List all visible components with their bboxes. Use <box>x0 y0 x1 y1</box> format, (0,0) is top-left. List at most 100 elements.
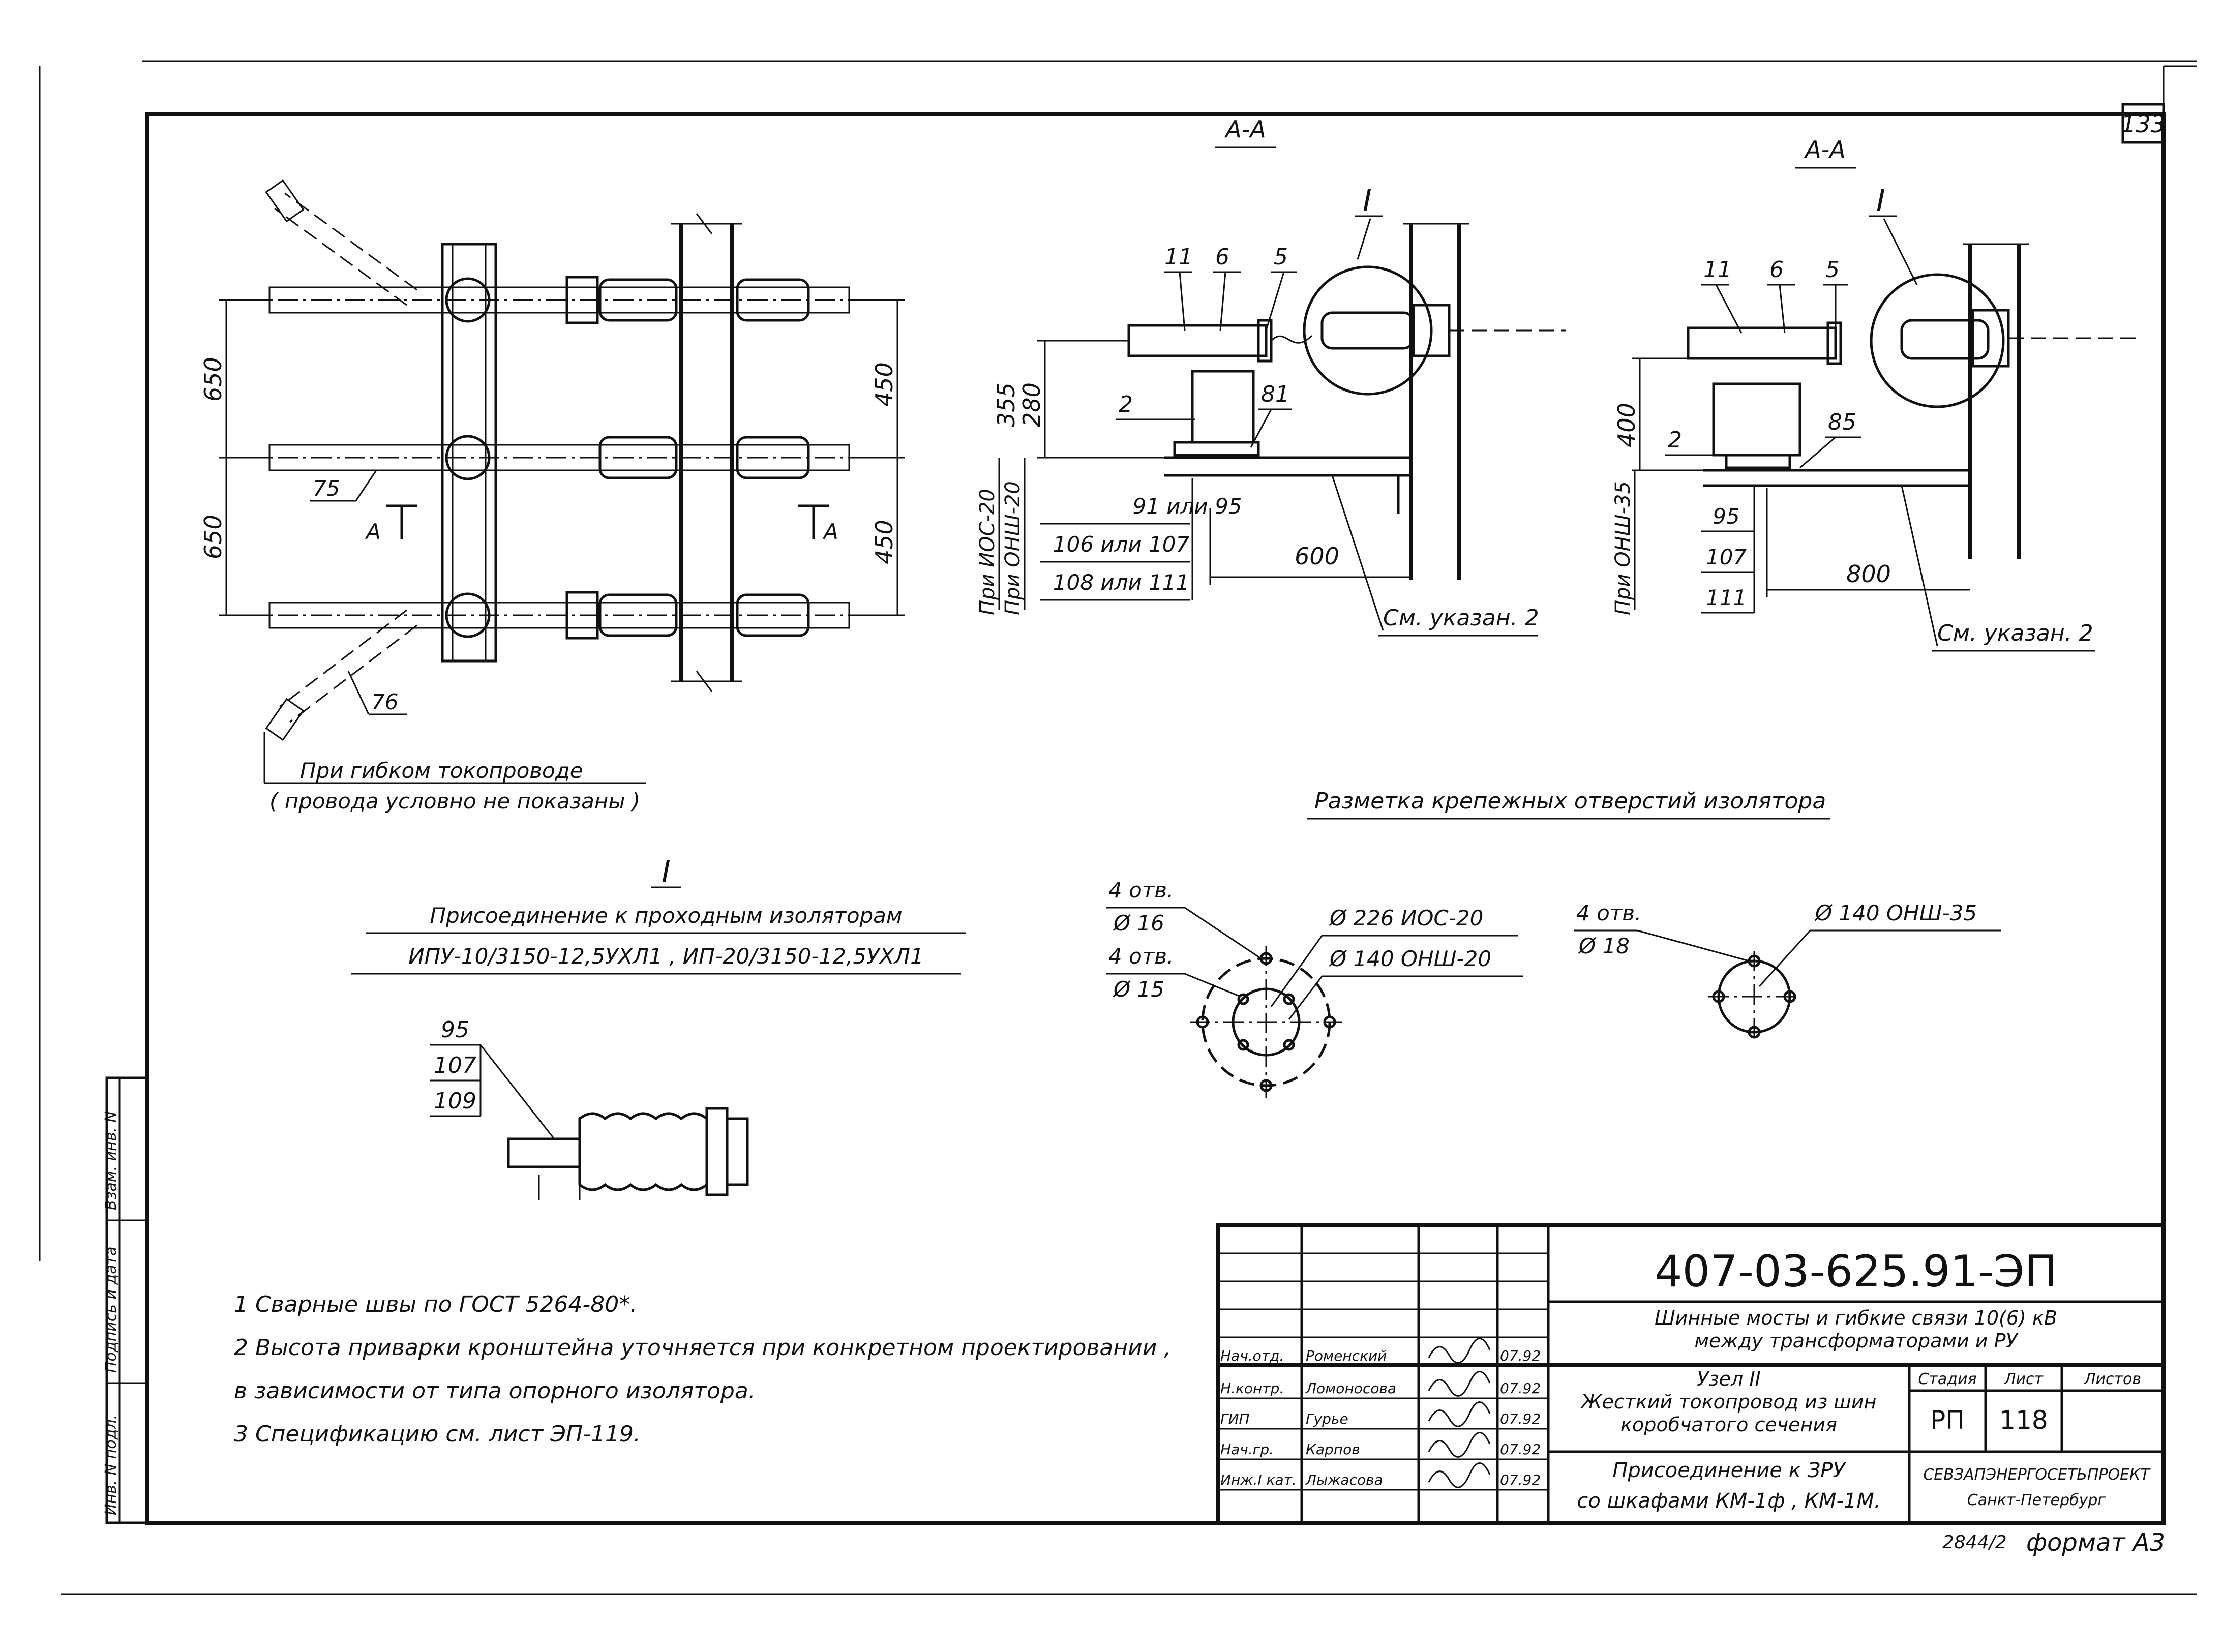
section-2-dim-800: 800 <box>1846 560 1891 588</box>
section-mark-right: A <box>822 519 838 544</box>
section-1-dim-280: 280 <box>1018 382 1045 427</box>
bus-phase-bottom <box>244 591 864 640</box>
section-2-ref-2: 2 <box>1668 427 1682 453</box>
sheet-frame <box>39 60 2197 1595</box>
sheet-title-2: со шкафами КМ-1ф , КМ-1М. <box>1577 1489 1880 1513</box>
signature-date: 07.92 <box>1500 1380 1541 1397</box>
section-2-node-label: I <box>1876 183 1885 219</box>
hole-marking: Разметка крепежных отверстий изолятора 4… <box>1106 788 2001 1098</box>
signature-role: Н.контр. <box>1220 1380 1284 1397</box>
section-2-title: А-А <box>1804 136 1846 163</box>
holes-2-dia: Ø 15 <box>1113 977 1164 1002</box>
dim-650-upper: 650 <box>199 357 227 402</box>
section-1-ref-81: 81 <box>1261 381 1289 407</box>
signature-date: 07.92 <box>1500 1410 1541 1427</box>
signature-name: Ломоносова <box>1305 1380 1396 1397</box>
holes-2-count: 4 отв. <box>1108 944 1174 969</box>
signature-date: 07.92 <box>1500 1471 1541 1488</box>
section-a-a-2: А-А I 11 6 5 2 85 <box>1611 136 2136 652</box>
signature-row: Нач.отд. Роменский 07.92 <box>1220 1338 1541 1364</box>
section-2-table-row-3: 111 <box>1706 585 1747 610</box>
sheet-title-1: Присоединение к ЗРУ <box>1612 1459 1846 1482</box>
section-1-dim-600: 600 <box>1295 543 1339 570</box>
note-3: 3 Спецификацию см. лист ЭП-119. <box>234 1421 641 1447</box>
section-2-label-onsh35: При ОНШ-35 <box>1611 481 1635 615</box>
holes-1-dia: Ø 16 <box>1113 911 1164 936</box>
circle-226: Ø 226 ИОС-20 <box>1329 906 1483 930</box>
section-1-table-row-1: 91 или 95 <box>1132 494 1242 519</box>
section-1-ref-11: 11 <box>1164 244 1193 270</box>
plan-caption-line2: ( провода условно не показаны ) <box>269 789 640 814</box>
detail-I-title-2: ИПУ-10/3150-12,5УХЛ1 , ИП-20/3150-12,5УХ… <box>408 944 924 969</box>
inventory-number: 2844/2 <box>1942 1532 2007 1553</box>
org-name: СЕВЗАПЭНЕРГОСЕТЬПРОЕКТ <box>1923 1466 2151 1484</box>
detail-I-table-row-2: 107 <box>434 1053 476 1078</box>
flexible-conductor-top <box>265 179 417 306</box>
signature-name: Лыжасова <box>1305 1471 1383 1488</box>
circle-140-onsh35: Ø 140 ОНШ-35 <box>1814 900 1977 925</box>
project-title-1: Шинные мосты и гибкие связи 10(6) кВ <box>1655 1307 2057 1329</box>
section-1-label-onsh: При ОНШ-20 <box>1001 481 1025 615</box>
signature-date: 07.92 <box>1500 1441 1541 1458</box>
plan-view: 650 650 450 450 75 76 A A При гибком ток… <box>199 179 905 814</box>
signature-role: Инж.I кат. <box>1220 1471 1297 1488</box>
section-1-table-row-2: 106 или 107 <box>1053 532 1190 557</box>
dim-650-lower: 650 <box>199 515 227 559</box>
detail-I-table-row-1: 95 <box>441 1017 469 1043</box>
section-1-ref-2: 2 <box>1119 392 1133 417</box>
section-2-ref-85: 85 <box>1828 409 1856 435</box>
section-2-dim-400: 400 <box>1613 403 1640 447</box>
designation: 407-03-625.91-ЭП <box>1655 1246 2057 1297</box>
section-1-dim-355: 355 <box>993 382 1020 427</box>
holes-right-dia: Ø 18 <box>1578 934 1630 958</box>
section-1-table-row-3: 108 или 111 <box>1053 570 1189 595</box>
section-mark-left: A <box>365 519 381 544</box>
section-1-title: А-А <box>1224 115 1266 143</box>
stage-value: РП <box>1930 1405 1965 1435</box>
section-2-ref-11: 11 <box>1703 257 1732 283</box>
drawing-title-3: коробчатого сечения <box>1620 1414 1837 1436</box>
stamp-original-inv: Инв. N подл. <box>102 1415 120 1515</box>
flexible-conductor-bottom <box>265 609 417 741</box>
stamp-signature-date: Подпись и дата <box>102 1247 120 1373</box>
signature-role: Нач.отд. <box>1220 1347 1284 1364</box>
circle-140-onsh20: Ø 140 ОНШ-20 <box>1329 946 1491 971</box>
sheet-number: 133 <box>2121 110 2166 138</box>
org-city: Санкт-Петербург <box>1967 1491 2106 1509</box>
signature-name: Карпов <box>1306 1441 1360 1458</box>
section-1-ref-5: 5 <box>1274 244 1288 270</box>
dim-450-lower: 450 <box>870 520 898 564</box>
note-1: 1 Сварные швы по ГОСТ 5264-80*. <box>234 1291 637 1317</box>
sheet-header: Лист <box>2004 1370 2044 1388</box>
signature-name: Роменский <box>1306 1347 1387 1364</box>
hole-marking-title: Разметка крепежных отверстий изолятора <box>1314 788 1826 814</box>
sheet-number-box: 133 <box>2121 103 2166 144</box>
ref-75: 75 <box>313 476 340 501</box>
drawing-title-1: Узел II <box>1697 1368 1761 1390</box>
dim-450-upper: 450 <box>870 362 898 407</box>
margin-stamp: Взам. инв. N Подпись и дата Инв. N подл. <box>102 1076 149 1524</box>
section-2-note-ref: См. указан. 2 <box>1937 620 2093 646</box>
format-label: формат А3 <box>2026 1528 2165 1557</box>
project-title-2: между трансформаторами и РУ <box>1694 1330 2019 1352</box>
section-2-ref-5: 5 <box>1825 257 1840 283</box>
signature-row: Н.контр. Ломоносова 07.92 <box>1220 1371 1541 1397</box>
note-2-continued: в зависимости от типа опорного изолятора… <box>234 1378 756 1404</box>
bus-phase-top <box>244 276 864 324</box>
note-2: 2 Высота приварки кронштейна уточняется … <box>234 1335 1171 1361</box>
signature-date: 07.92 <box>1500 1347 1541 1364</box>
section-2-ref-6: 6 <box>1769 257 1784 283</box>
plan-caption-line1: При гибком токопроводе <box>300 758 583 783</box>
detail-I-title-1: Присоединение к проходным изоляторам <box>430 903 902 928</box>
section-1-note-ref: См. указан. 2 <box>1383 605 1539 631</box>
section-2-table-row-1: 95 <box>1713 504 1739 529</box>
section-a-a-1: А-А I 11 6 5 2 81 <box>976 115 1566 637</box>
sheet-value: 118 <box>1999 1405 2048 1435</box>
signature-role: ГИП <box>1220 1410 1250 1427</box>
signature-row: Инж.I кат. Лыжасова 07.92 <box>1220 1462 1541 1488</box>
drawing-title-2: Жесткий токопровод из шин <box>1580 1391 1877 1413</box>
bottom-info: 2844/2 формат А3 <box>1942 1528 2165 1557</box>
section-1-ref-6: 6 <box>1215 244 1229 270</box>
holes-1-count: 4 отв. <box>1108 878 1174 903</box>
